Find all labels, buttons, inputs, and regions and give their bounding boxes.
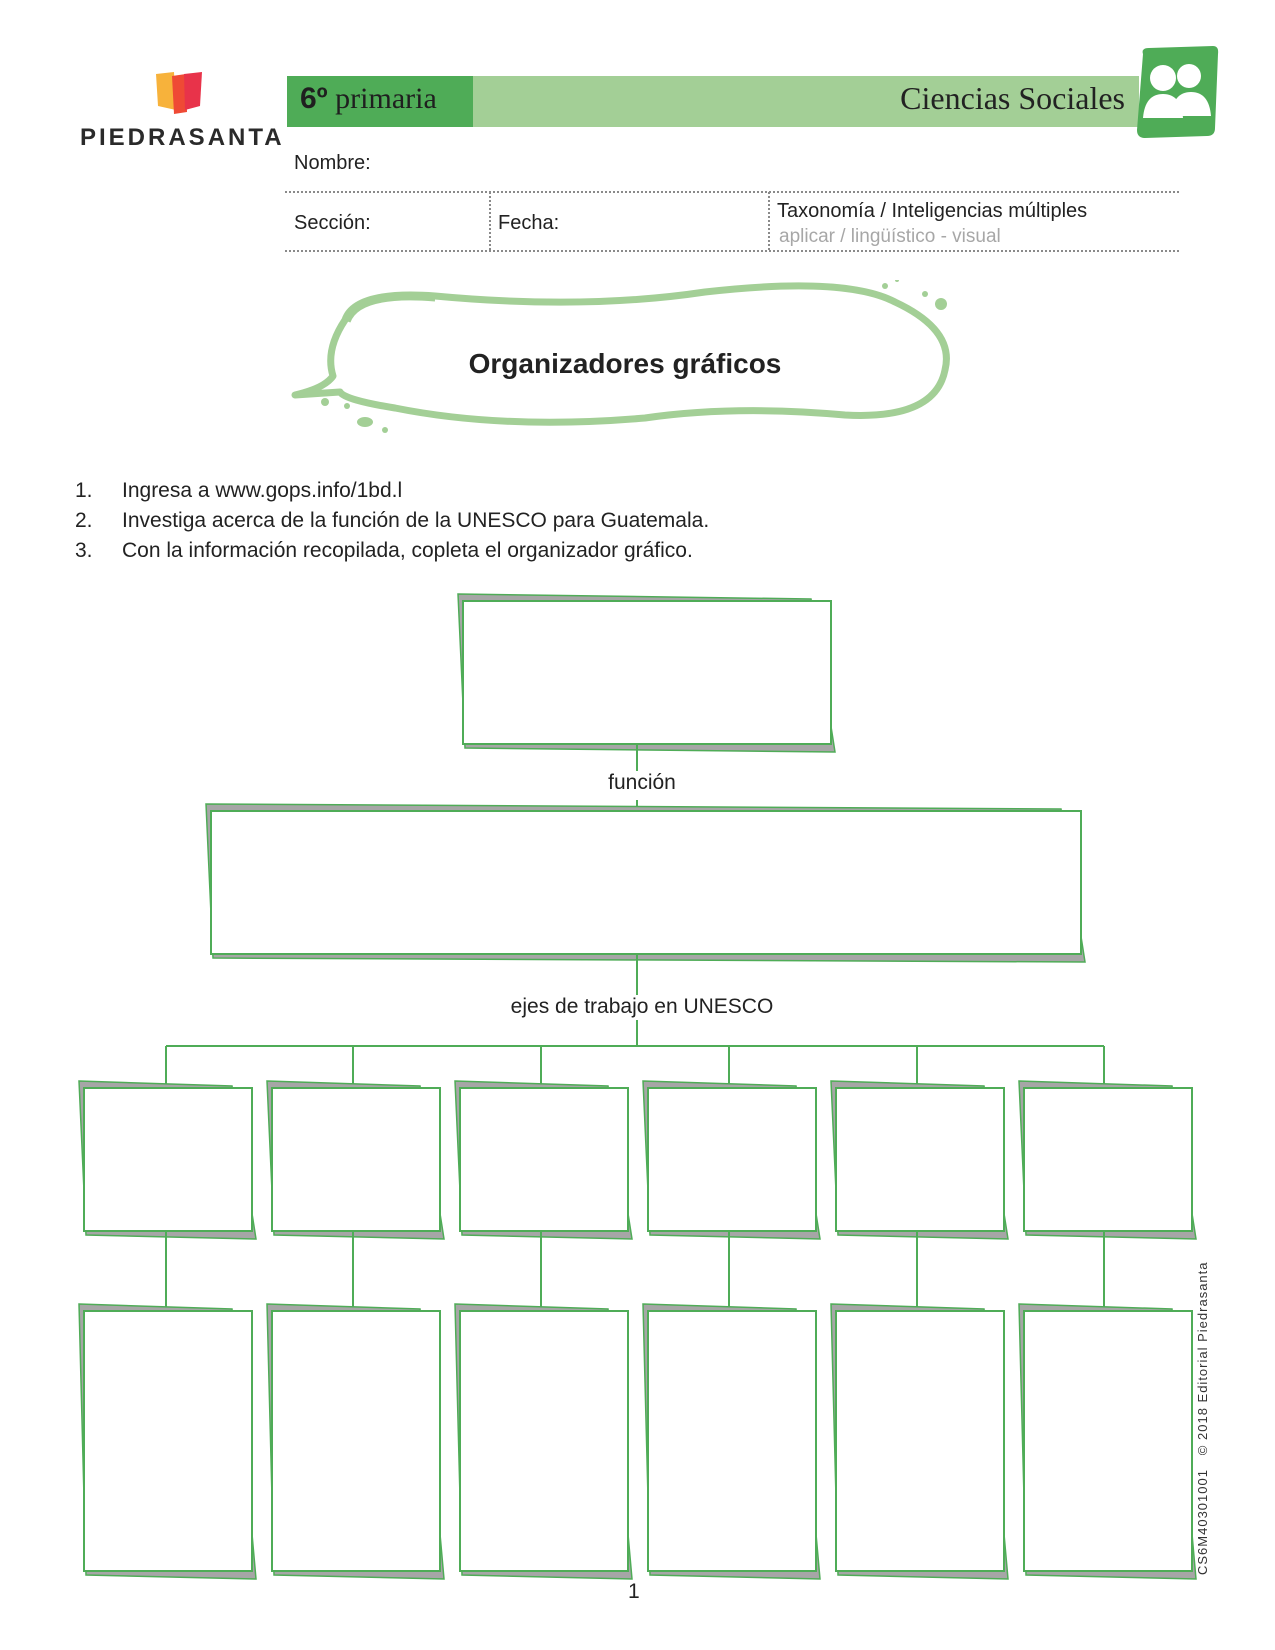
work-axis-box — [83, 1087, 253, 1232]
students-group-icon — [1137, 46, 1219, 138]
form-divider-v1 — [489, 192, 491, 250]
instruction-item: 3. Con la información recopilada, copleta… — [75, 539, 693, 563]
work-axis-detail-box — [459, 1310, 629, 1572]
form-divider-top — [285, 191, 1179, 193]
work-axis-box — [835, 1087, 1005, 1232]
work-axis-detail-box — [271, 1310, 441, 1572]
label-work-axes: ejes de trabajo en UNESCO — [498, 995, 786, 1019]
top-answer-box — [462, 600, 832, 745]
instruction-text: Con la información recopilada, copleta e… — [122, 539, 693, 562]
work-axis-box — [647, 1087, 817, 1232]
date-label: Fecha: — [498, 212, 560, 234]
side-copyright: © 2018 Editorial Piedrasanta — [1195, 1261, 1210, 1456]
instruction-text: Investiga acerca de la función de la UNE… — [122, 509, 710, 532]
page-number: 1 — [628, 1580, 640, 1603]
work-axis-box — [1023, 1087, 1193, 1232]
side-credit: CS6M40301001 © 2018 Editorial Piedrasant… — [1195, 1262, 1210, 1576]
subject-title: Ciencias Sociales — [900, 80, 1125, 116]
taxonomy-label: Taxonomía / Inteligencias múltiples — [777, 200, 1088, 222]
label-function: función — [596, 771, 688, 795]
work-axis-box — [459, 1087, 629, 1232]
form-divider-v2 — [768, 192, 770, 250]
grade-label: 6º primaria — [300, 82, 437, 116]
section-label: Sección: — [294, 212, 371, 234]
side-code: CS6M40301001 — [1195, 1469, 1210, 1575]
instruction-text: Ingresa a www.gops.info/1bd.l — [122, 479, 403, 502]
function-answer-box — [210, 810, 1082, 955]
work-axis-detail-box — [1023, 1310, 1193, 1572]
grade-box — [287, 76, 473, 127]
name-label: Nombre: — [294, 152, 371, 174]
work-axis-box — [271, 1087, 441, 1232]
instruction-number: 2. — [75, 509, 93, 532]
work-axis-detail-box — [835, 1310, 1005, 1572]
instruction-item: 2. Investiga acerca de la función de la U… — [75, 509, 709, 533]
instruction-number: 3. — [75, 539, 93, 562]
grade-number: 6º — [300, 82, 328, 115]
work-axis-detail-box — [647, 1310, 817, 1572]
page-title: Organizadores gráficos — [468, 348, 782, 379]
form-divider-bottom — [285, 250, 1179, 252]
instruction-item: 1. Ingresa a www.gops.info/1bd.l — [75, 479, 402, 503]
taxonomy-value: aplicar / lingüístico - visual — [779, 226, 1001, 247]
title-speech-bubble — [291, 280, 950, 433]
instruction-number: 1. — [75, 479, 93, 502]
grade-text: primaria — [335, 82, 437, 115]
piedrasanta-book-logo-icon — [156, 72, 202, 114]
work-axis-detail-box — [83, 1310, 253, 1572]
brand-logo-text: PIEDRASANTA — [80, 124, 285, 151]
